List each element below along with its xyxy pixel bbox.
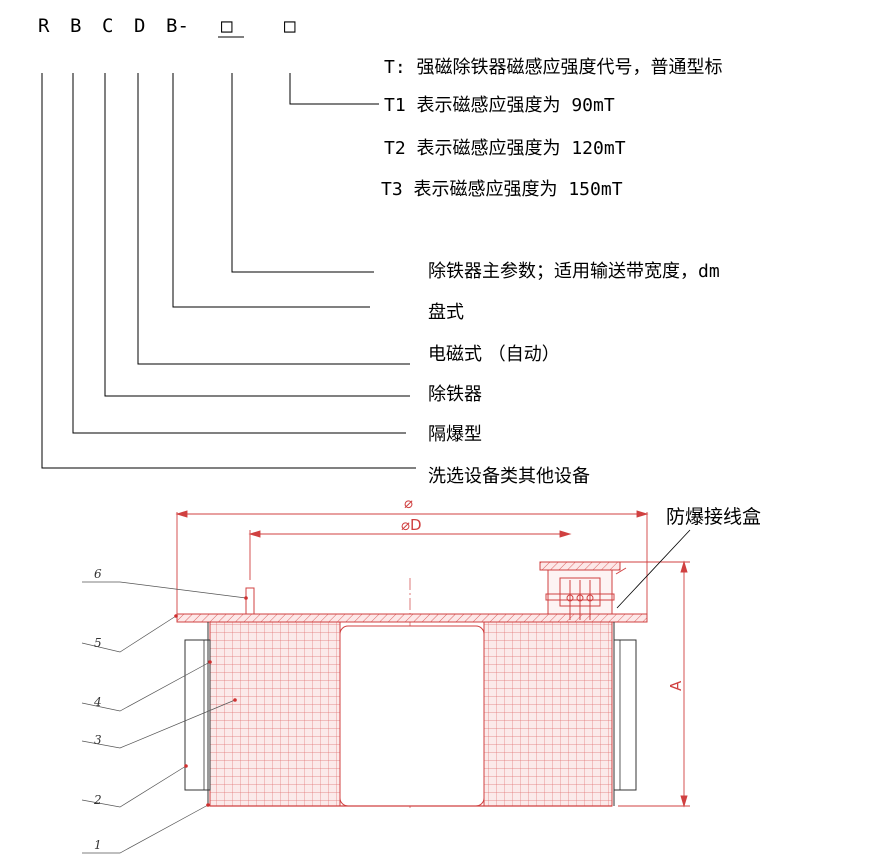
leader-width — [231, 73, 374, 273]
code-letter-b-dash: B- — [166, 15, 189, 37]
dim-d — [248, 530, 572, 580]
core-center — [339, 625, 485, 807]
dim-outer-diameter — [175, 510, 649, 614]
part-number-6: 6 — [94, 567, 102, 581]
part-number-1: 1 — [94, 838, 102, 852]
leader-b2 — [172, 73, 370, 308]
legend-explosion-proof: 隔爆型 — [428, 424, 482, 445]
part-number-3: 3 — [94, 733, 102, 747]
technical-drawing: ⌀ ⌀D A — [81, 494, 761, 854]
leader-t — [289, 73, 379, 105]
lifting-lug — [245, 587, 255, 615]
dim-outer-label: ⌀ — [404, 494, 413, 512]
code-placeholder-t: □ — [284, 15, 296, 37]
code-letter-c: C — [102, 15, 113, 37]
coil-right — [483, 621, 613, 807]
leader-d — [137, 73, 410, 365]
legend: T: 强磁除铁器磁感应强度代号，普通型标 T1 表示磁感应强度为 90mT T2… — [381, 57, 723, 487]
leader-b — [72, 73, 406, 434]
junction-box-leader — [616, 529, 691, 609]
dim-height — [618, 560, 690, 808]
leader-c — [104, 73, 410, 397]
dim-d-label: ⌀D — [401, 516, 422, 534]
legend-main-param: 除铁器主参数；适用输送带宽度，dm — [428, 261, 720, 282]
legend-t3: T3 表示磁感应强度为 150mT — [381, 179, 623, 200]
junction-box — [539, 561, 627, 620]
model-code: R B C D B- □ □ — [38, 15, 296, 38]
leader-lines — [41, 73, 416, 469]
part-number-2: 2 — [93, 793, 102, 807]
leader-r — [41, 73, 416, 469]
legend-iron-remover: 除铁器 — [428, 384, 482, 405]
legend-t-title: T: 强磁除铁器磁感应强度代号，普通型标 — [384, 57, 723, 78]
part-callouts — [81, 581, 247, 854]
side-housing-right — [613, 639, 637, 791]
part-number-5: 5 — [94, 636, 102, 650]
part-number-4: 4 — [93, 695, 102, 709]
callout-dots — [174, 596, 248, 807]
code-placeholder-width: □ — [221, 15, 233, 37]
code-letter-d: D — [134, 15, 145, 37]
code-letter-r: R — [38, 15, 50, 37]
legend-electromagnetic: 电磁式 （自动） — [428, 344, 560, 365]
dim-height-label: A — [667, 680, 685, 691]
top-plate — [176, 613, 648, 623]
legend-category: 洗选设备类其他设备 — [428, 466, 590, 487]
legend-disc: 盘式 — [428, 302, 464, 323]
side-housing-left — [184, 639, 211, 791]
code-letter-b: B — [70, 15, 81, 37]
coil-left — [209, 621, 341, 807]
junction-box-label: 防爆接线盒 — [666, 506, 761, 528]
legend-t2: T2 表示磁感应强度为 120mT — [384, 138, 626, 159]
legend-t1: T1 表示磁感应强度为 90mT — [384, 95, 615, 116]
